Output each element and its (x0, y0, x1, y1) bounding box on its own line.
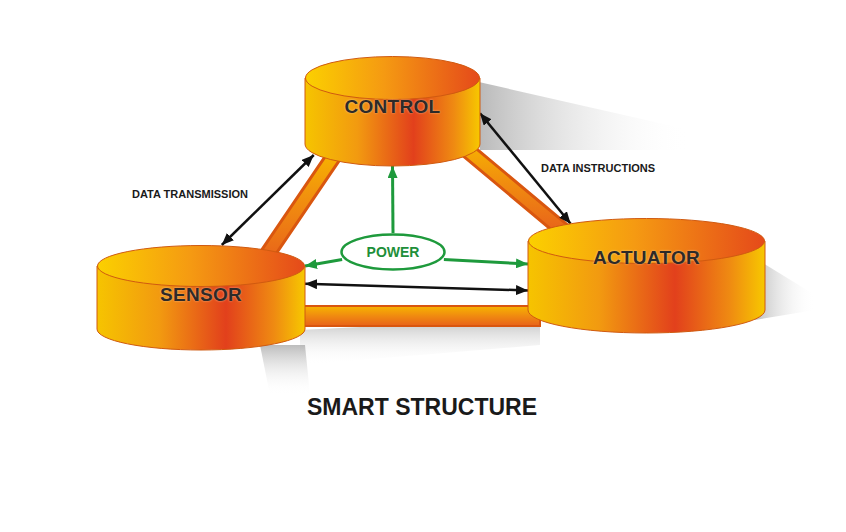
component-label: ACTUATOR (593, 247, 700, 269)
edge-label: DATA INSTRUCTIONS (539, 162, 657, 174)
component-label: SENSOR (160, 284, 242, 306)
shape-outline (528, 218, 765, 333)
power-ellipse: POWER (340, 233, 446, 271)
power-arrow (391, 166, 395, 233)
power-arrow (305, 260, 342, 266)
power-label: POWER (367, 244, 420, 260)
structure-title: SMART STRUCTURE (307, 394, 537, 421)
data-arrow (222, 155, 314, 245)
power-arrow (444, 260, 528, 264)
component-label: CONTROL (344, 96, 440, 118)
data-arrow (305, 284, 528, 291)
cylinder-node: ACTUATOR (528, 218, 765, 333)
cylinder-node: SENSOR (97, 245, 305, 350)
shadow (260, 345, 310, 395)
edge-label: DATA TRANSMISSION (130, 188, 250, 200)
tube (290, 306, 540, 326)
cylinder-node: CONTROL (305, 56, 480, 166)
